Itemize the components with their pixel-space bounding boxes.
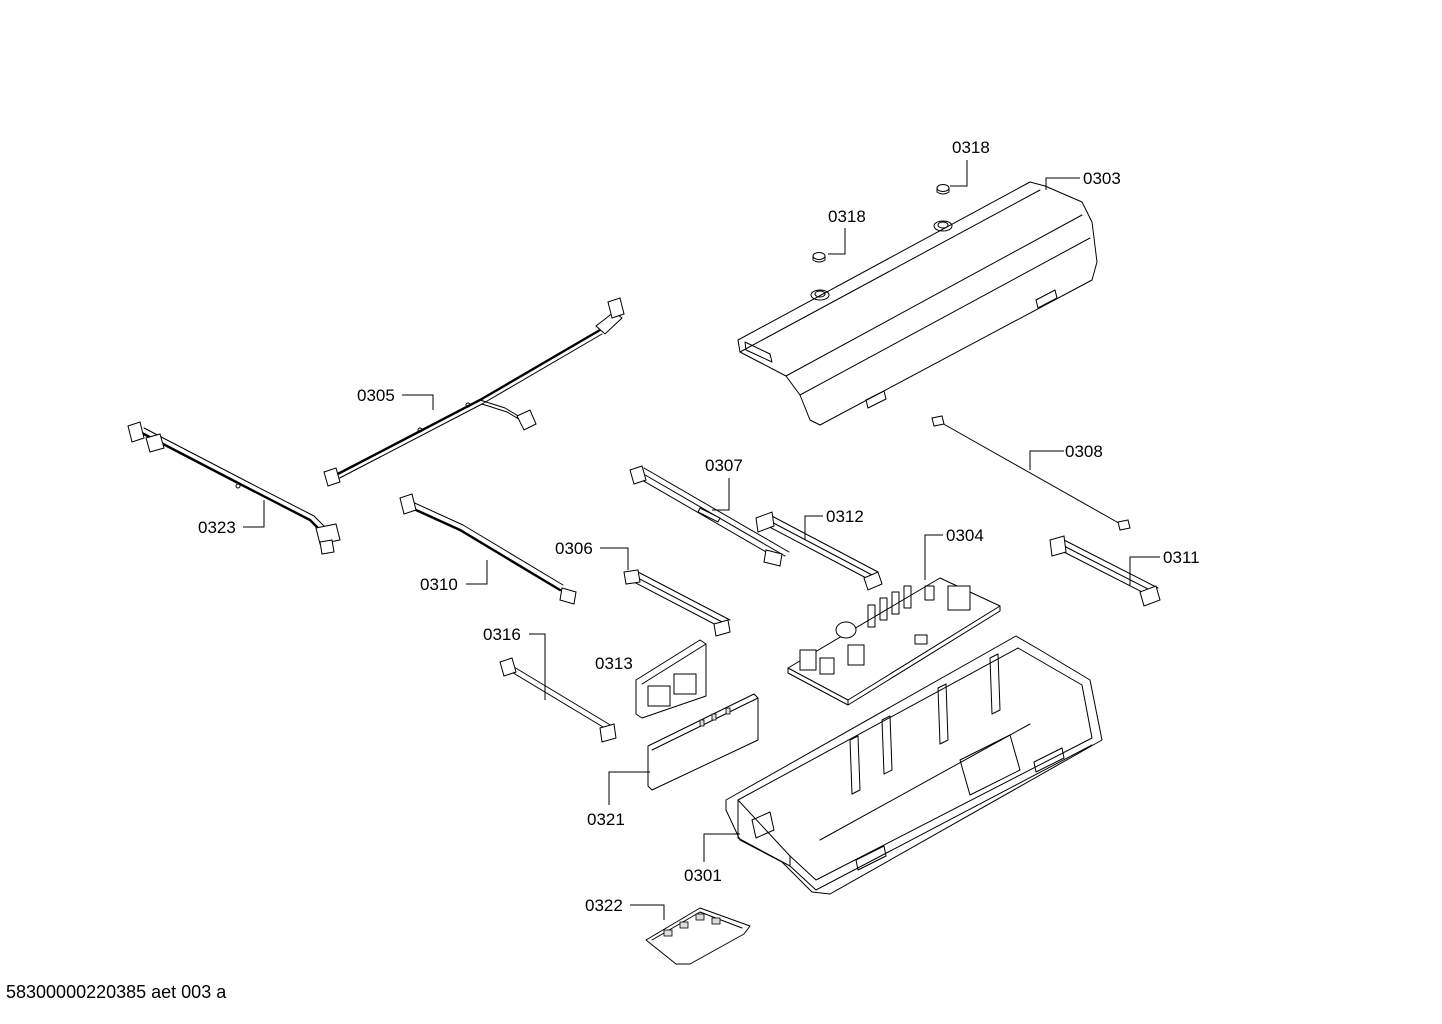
callout-0307: 0307 — [705, 456, 743, 475]
part-0321-board — [647, 693, 759, 791]
part-0301-tray — [725, 635, 1103, 895]
part-0303-cover — [737, 181, 1098, 426]
callout-0308: 0308 — [1065, 442, 1103, 461]
callout-0316: 0316 — [483, 625, 521, 644]
part-0304-pcb — [787, 577, 1001, 706]
leader-lines — [243, 160, 1160, 920]
part-0312-cable — [755, 511, 883, 591]
callout-0318-left: 0318 — [828, 207, 866, 226]
callout-0312: 0312 — [826, 507, 864, 526]
part-0311-ribbon — [1049, 535, 1161, 607]
part-0323-harness — [127, 421, 341, 555]
callout-0318-top: 0318 — [952, 138, 990, 157]
document-reference: 58300000220385 aet 003 a — [6, 982, 227, 1002]
part-0322-pcb — [645, 907, 751, 965]
callout-0301: 0301 — [684, 866, 722, 885]
part-0318-plug-b — [812, 252, 826, 263]
callout-0303: 0303 — [1083, 169, 1121, 188]
part-0306-cable — [623, 569, 731, 637]
part-0310-cable — [399, 493, 577, 605]
callout-0306: 0306 — [555, 539, 593, 558]
part-0318-plug-a — [936, 184, 950, 195]
callout-0323: 0323 — [198, 518, 236, 537]
callout-0304: 0304 — [946, 526, 984, 545]
callout-0311: 0311 — [1163, 548, 1200, 567]
part-0316-cable — [499, 657, 617, 743]
callout-0305: 0305 — [357, 386, 395, 405]
part-0313-module — [635, 639, 707, 719]
callout-0322: 0322 — [585, 896, 623, 915]
part-0308-wire — [931, 415, 1131, 531]
callout-0310: 0310 — [420, 575, 458, 594]
callout-0321: 0321 — [587, 810, 625, 829]
part-0305-harness — [323, 297, 625, 487]
callout-0313: 0313 — [595, 654, 633, 673]
